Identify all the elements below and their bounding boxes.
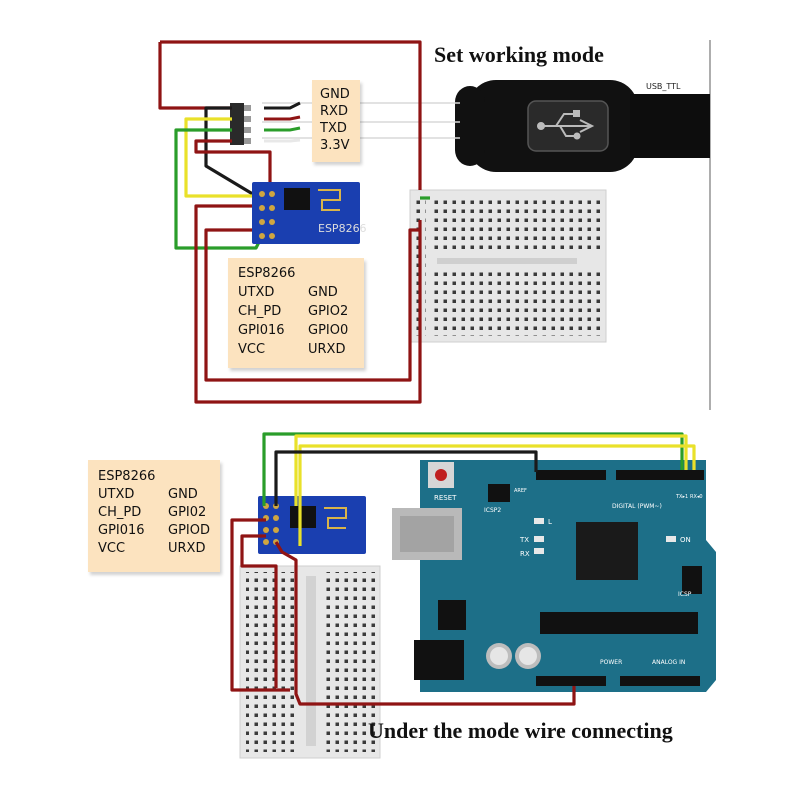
pin-label: URXD — [168, 541, 206, 556]
usb-ttl-label: USB_TTL — [646, 82, 681, 91]
usb-adapter-wires — [262, 101, 460, 143]
wire-black-bottom — [274, 450, 538, 506]
pin-label: UTXD — [238, 285, 275, 300]
wire-red-loop — [160, 40, 422, 190]
uart-pin-gnd: GND — [320, 87, 350, 102]
pinout-title-bottom: ESP8266 — [98, 469, 156, 484]
wire-yellow-bottom-1 — [294, 434, 688, 506]
pin-label: GPI016 — [98, 523, 145, 538]
usb-icon — [537, 110, 595, 140]
esp-silkscreen-top: ESP8266 — [318, 222, 367, 235]
wire-red-chpd — [194, 204, 422, 404]
led-on-label: ON — [680, 536, 691, 544]
pin-label: VCC — [238, 342, 266, 357]
pin-label: UTXD — [98, 487, 135, 502]
digital-label: DIGITAL (PWM~) — [612, 503, 662, 510]
uart-pin-txd: TXD — [320, 121, 347, 136]
aref-label: AREF — [514, 488, 527, 494]
pin-label: GND — [168, 487, 198, 502]
wire-yellow-bottom-2 — [298, 444, 696, 546]
reset-label: RESET — [434, 494, 457, 502]
breadboard-top — [409, 189, 607, 343]
esp-pinout-note-top: ESP8266 UTXD GND CH_PD GPIO2 GPI016 GPIO… — [228, 258, 364, 368]
uart-pin-3v3: 3.3V — [320, 138, 350, 153]
rxd-label: RX◂0 — [690, 494, 703, 500]
pinout-title-top: ESP8266 — [238, 266, 296, 281]
wire-red-bottom-1 — [230, 518, 290, 692]
icsp2-label: ICSP2 — [484, 507, 501, 514]
uart-pin-rxd: RXD — [320, 104, 348, 119]
esp8266-module-bottom — [258, 496, 366, 554]
usb-ttl-adapter — [455, 80, 710, 172]
power-label: POWER — [600, 659, 622, 666]
esp8266-module-top: ESP8266 — [252, 182, 367, 244]
pin-label: GPI016 — [238, 323, 285, 338]
led-rx-label: RX — [520, 550, 530, 558]
wire-red-gpio — [204, 228, 420, 382]
esp-pinout-note-bottom: ESP8266 UTXD GND CH_PD GPI02 GPI016 GPIO… — [88, 460, 220, 572]
pin-label: GPIO2 — [308, 304, 349, 319]
pin-label: GPI02 — [168, 505, 207, 520]
txd-label: TX▸1 — [675, 494, 688, 500]
icsp-label: ICSP — [678, 591, 692, 598]
bottom-wires — [230, 432, 696, 706]
wire-red-bottom-3 — [274, 541, 576, 706]
wire-black — [204, 106, 257, 198]
wire-red-bottom-2 — [240, 534, 278, 688]
wire-green-bottom — [262, 432, 684, 506]
wire-yellow — [184, 117, 258, 198]
pin-label: VCC — [98, 541, 126, 556]
pin-label: GPIOD — [168, 523, 210, 538]
pin-header-top — [230, 103, 251, 145]
title-wire-connecting: Under the mode wire connecting — [368, 718, 673, 743]
arduino-board: RESET ICSP2 DIGITAL (PWM~) L TX RX ON IC… — [392, 460, 716, 692]
pin-label: GPIO0 — [308, 323, 349, 338]
top-wires — [158, 40, 430, 404]
wire-red-vcc — [194, 139, 272, 188]
breadboard-bottom — [239, 565, 381, 759]
pin-label: GND — [308, 285, 338, 300]
pin-label: URXD — [308, 342, 346, 357]
analog-label: ANALOG IN — [652, 659, 685, 666]
uart-pin-note: GND RXD TXD 3.3V — [312, 80, 360, 162]
pin-label: CH_PD — [238, 304, 282, 319]
pin-label: CH_PD — [98, 505, 142, 520]
led-l-label: L — [548, 518, 552, 526]
title-set-working-mode: Set working mode — [434, 42, 604, 67]
led-tx-label: TX — [519, 536, 529, 544]
